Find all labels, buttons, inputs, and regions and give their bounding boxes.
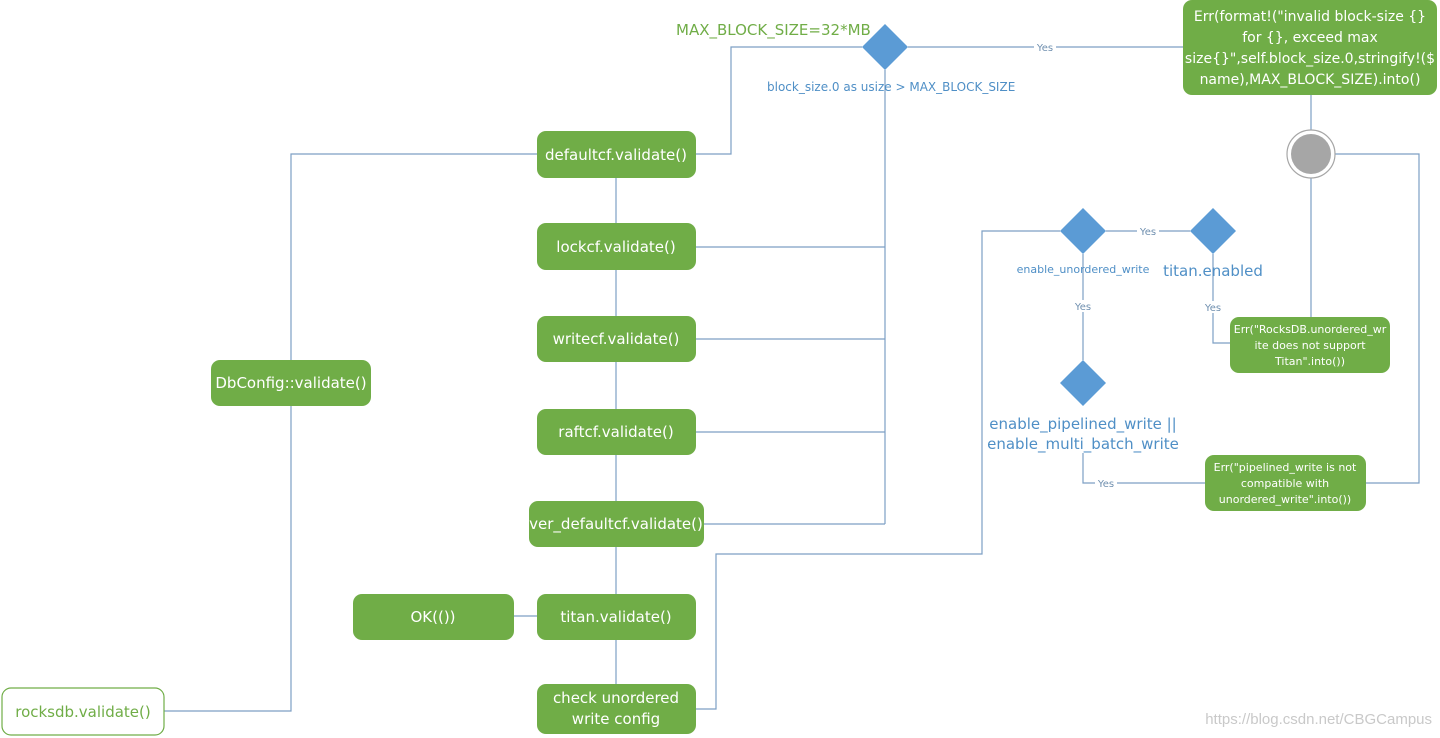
node-err-block-size: Err(format!("invalid block-size {} for {… (1183, 0, 1437, 95)
end-node (1286, 129, 1336, 179)
pipelined-condition-line-1: enable_pipelined_write || (989, 415, 1176, 434)
enable-unordered-write-label: enable_unordered_write (1017, 263, 1150, 276)
pipelined-condition-line-2: enable_multi_batch_write (987, 435, 1179, 454)
edge-dbconfig-defaultcf (290, 153, 537, 360)
node-check-unordered-write-config: check unordered write config (537, 684, 696, 734)
decision-unordered-write-diamond (1060, 208, 1106, 254)
node-defaultcf-validate: defaultcf.validate() (537, 131, 696, 178)
decision-pipelined-diamond (1060, 360, 1106, 406)
yes-label-err-titan: Yes (1204, 303, 1221, 314)
yes-label-unordered: Yes (1074, 302, 1091, 313)
node-err-pipelined: Err("pipelined_write is not compatible w… (1205, 455, 1366, 511)
edge-rocksdb-dbconfig (164, 406, 292, 712)
edge-labels: Yes Yes Yes Yes Yes (1034, 41, 1224, 490)
node-rocksdb-label: rocksdb.validate() (15, 703, 151, 721)
node-err-pipelined-line-2: compatible with (1241, 477, 1329, 490)
decision-block-size-diamond (862, 24, 908, 70)
node-err-block-line-3: size{}",self.block_size.0,stringify!($ (1185, 51, 1435, 67)
node-check-unordered-line-1: check unordered (553, 689, 679, 707)
edge-pipelined-errpipelined (1082, 453, 1205, 484)
node-err-titan-line-2: ite does not support (1254, 339, 1366, 352)
node-ok: OK(()) (353, 594, 514, 640)
node-err-pipelined-line-1: Err("pipelined_write is not (1214, 461, 1357, 474)
edge-titanenabled-errtitan (1212, 254, 1230, 344)
block-size-condition-label: block_size.0 as usize > MAX_BLOCK_SIZE (767, 80, 1015, 94)
node-writecf-label: writecf.validate() (553, 330, 680, 348)
node-raftcf-label: raftcf.validate() (558, 423, 673, 441)
edge-checkunordered-unordered (696, 230, 1060, 710)
edge-errpipelined-end (1335, 153, 1420, 484)
node-err-titan-unordered: Err("RocksDB.unordered_wr ite does not s… (1230, 317, 1390, 373)
decision-titan-enabled-diamond (1190, 208, 1236, 254)
node-verdefaultcf-label: ver_defaultcf.validate() (529, 515, 703, 534)
edge-defaultcf-decision (696, 46, 862, 155)
node-rocksdb-validate: rocksdb.validate() (1, 687, 165, 736)
node-ok-label: OK(()) (410, 608, 455, 626)
node-defaultcf-label: defaultcf.validate() (545, 146, 687, 164)
node-raftcf-validate: raftcf.validate() (537, 409, 696, 455)
node-err-block-line-4: name),MAX_BLOCK_SIZE).into() (1200, 72, 1421, 88)
node-err-block-line-1: Err(format!("invalid block-size {} (1194, 9, 1426, 25)
node-writecf-validate: writecf.validate() (537, 316, 696, 362)
node-err-titan-line-3: Titan".into()) (1274, 355, 1345, 368)
connectors (164, 46, 1420, 712)
max-block-size-label: MAX_BLOCK_SIZE=32*MB (676, 21, 871, 40)
watermark-text: https://blog.csdn.net/CBGCampus (1205, 711, 1432, 728)
node-titan-label: titan.validate() (560, 608, 671, 626)
yes-label-block: Yes (1036, 43, 1053, 54)
node-err-titan-line-1: Err("RocksDB.unordered_wr (1234, 323, 1387, 336)
node-err-pipelined-line-3: unordered_write".into()) (1219, 493, 1351, 506)
node-dbconfig-label: DbConfig::validate() (215, 374, 366, 392)
yes-label-pipelined: Yes (1097, 479, 1114, 490)
end-inner-dot (1291, 134, 1331, 174)
node-dbconfig-validate: DbConfig::validate() (211, 360, 371, 406)
node-check-unordered-line-2: write config (572, 710, 660, 728)
node-err-block-line-2: for {}, exceed max (1242, 30, 1378, 46)
node-lockcf-label: lockcf.validate() (556, 238, 675, 256)
node-verdefaultcf-validate: ver_defaultcf.validate() (529, 501, 704, 547)
titan-enabled-label: titan.enabled (1163, 262, 1263, 280)
yes-label-titan-enabled: Yes (1139, 227, 1156, 238)
node-lockcf-validate: lockcf.validate() (537, 223, 696, 270)
node-titan-validate: titan.validate() (537, 594, 696, 640)
